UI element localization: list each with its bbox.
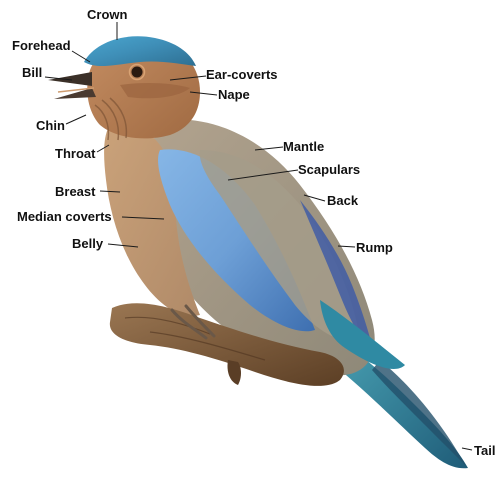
label-nape: Nape	[218, 87, 250, 102]
label-bill: Bill	[22, 65, 42, 80]
label-mantle: Mantle	[283, 139, 324, 154]
label-median-coverts: Median coverts	[17, 209, 112, 224]
label-belly: Belly	[72, 236, 104, 251]
chin-leader	[66, 115, 86, 124]
label-rump: Rump	[356, 240, 393, 255]
tail-dark-edge	[372, 360, 466, 466]
label-ear-coverts: Ear-coverts	[206, 67, 278, 82]
eye	[132, 67, 143, 78]
label-back: Back	[327, 193, 359, 208]
tail-leader	[462, 448, 472, 450]
label-throat: Throat	[55, 146, 96, 161]
label-chin: Chin	[36, 118, 65, 133]
label-breast: Breast	[55, 184, 96, 199]
label-tail: Tail	[474, 443, 495, 458]
branch-stub	[227, 360, 241, 385]
label-forehead: Forehead	[12, 38, 71, 53]
forehead-leader	[72, 51, 90, 62]
bill-upper	[48, 72, 92, 86]
crown-shape	[84, 36, 196, 66]
label-crown: Crown	[87, 7, 128, 22]
bird-photo	[48, 36, 468, 468]
label-scapulars: Scapulars	[298, 162, 360, 177]
